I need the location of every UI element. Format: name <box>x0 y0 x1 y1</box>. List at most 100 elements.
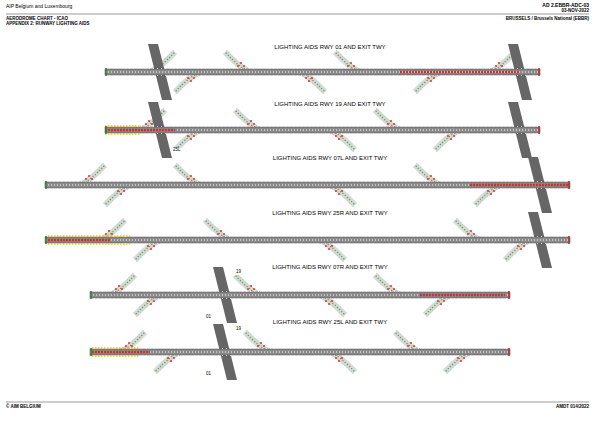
stop-bar-light <box>335 357 337 359</box>
chart-stroke <box>508 291 510 299</box>
stop-bar-light <box>257 345 259 347</box>
chart-stroke <box>90 291 92 299</box>
yellow-lights <box>105 133 140 135</box>
runway-label: 19 <box>235 327 242 332</box>
stop-bar-light <box>240 62 242 64</box>
chart-stroke <box>455 217 480 237</box>
stop-bar-light <box>117 190 119 192</box>
chart-stroke <box>175 162 200 182</box>
runway-label: 01 <box>205 315 212 320</box>
stop-bar-light <box>447 135 449 137</box>
stop-bar-light <box>433 77 435 79</box>
chart-stroke <box>568 181 570 189</box>
chart-stroke <box>508 348 510 356</box>
stop-bar-light <box>350 62 352 64</box>
chart-stroke <box>538 126 540 134</box>
chart-stroke <box>45 181 47 189</box>
chart-stroke <box>330 355 355 375</box>
chart-stroke <box>475 188 500 208</box>
runway <box>105 69 540 75</box>
runway <box>90 349 510 355</box>
stop-bar-light <box>393 288 395 290</box>
panel-title: LIGHTING AIDS RWY 25R AND EXIT TWY <box>272 210 388 217</box>
stop-bar-light <box>387 288 389 290</box>
chart-stroke <box>6 402 589 403</box>
red-lights <box>105 129 175 132</box>
stop-bar-light <box>410 342 412 344</box>
runway-label: 01 <box>205 372 212 377</box>
chart-stroke <box>330 133 355 153</box>
stop-bar-light <box>237 65 239 67</box>
chart-stroke <box>80 162 105 182</box>
stop-bar-light <box>91 178 93 180</box>
stop-bar-light <box>407 345 409 347</box>
stop-bar-light <box>440 303 442 305</box>
stop-bar-light <box>335 190 337 192</box>
stop-bar-light <box>223 233 225 235</box>
stop-bar-light <box>193 77 195 79</box>
chart-stroke <box>120 329 145 349</box>
yellow-lights <box>105 125 140 127</box>
stop-bar-light <box>347 65 349 67</box>
stop-bar-light <box>253 288 255 290</box>
stop-bar-light <box>193 135 195 137</box>
chart-stroke <box>90 348 510 349</box>
stop-bar-light <box>470 230 472 232</box>
header-text: BRUSSELS / Brussels National (EBBR) <box>506 17 589 22</box>
stop-bar-light <box>247 123 249 125</box>
stop-bar-light <box>88 175 90 177</box>
chart-stroke <box>205 217 230 237</box>
stop-bar-light <box>413 345 415 347</box>
stop-bar-light <box>105 233 107 235</box>
stop-bar-light <box>220 230 222 232</box>
stop-bar-light <box>501 65 503 67</box>
runway <box>90 292 510 298</box>
stop-bar-light <box>153 300 155 302</box>
stop-bar-light <box>187 77 189 79</box>
stop-bar-light <box>217 233 219 235</box>
chart-stroke <box>395 329 420 349</box>
stop-bar-light <box>498 62 500 64</box>
panel-title: LIGHTING AIDS RWY 07R AND EXIT TWY <box>272 264 388 271</box>
stop-bar-light <box>325 245 327 247</box>
panel-title: LIGHTING AIDS RWY 25L AND EXIT TWY <box>273 319 387 326</box>
stop-bar-light <box>123 190 125 192</box>
stop-bar-light <box>495 65 497 67</box>
stop-bar-light <box>260 342 262 344</box>
chart-stroke <box>375 107 400 127</box>
stop-bar-light <box>118 285 120 287</box>
stop-bar-light <box>145 123 147 125</box>
chart-stroke <box>335 49 360 69</box>
centreline-lights <box>105 130 540 131</box>
chart-stroke <box>105 133 540 134</box>
stop-bar-light <box>490 193 492 195</box>
yellow-lights <box>48 243 130 245</box>
chart-stroke <box>90 298 510 299</box>
chart-stroke <box>245 329 270 349</box>
stop-bar-light <box>151 123 153 125</box>
chart-stroke <box>225 49 250 69</box>
chart-stroke <box>90 355 510 356</box>
runway <box>45 237 570 243</box>
chart-stroke <box>105 126 540 127</box>
stop-bar-light <box>328 303 330 305</box>
panel-title: LIGHTING AIDS RWY 01 AND EXIT TWY <box>274 44 385 51</box>
stop-bar-light <box>187 135 189 137</box>
chart-stroke <box>320 298 345 318</box>
stop-bar-light <box>308 80 310 82</box>
chart-stroke <box>415 162 440 182</box>
chart-stroke <box>105 126 107 134</box>
runway <box>105 127 540 133</box>
chart-stroke <box>90 348 92 356</box>
stop-bar-light <box>325 300 327 302</box>
centreline-lights <box>105 72 540 73</box>
stop-bar-light <box>121 288 123 290</box>
stop-bar-light <box>120 193 122 195</box>
stop-bar-light <box>147 245 149 247</box>
chart-stroke <box>6 14 589 15</box>
stop-bar-light <box>187 178 189 180</box>
stop-bar-light <box>173 357 175 359</box>
stop-bar-light <box>430 175 432 177</box>
stop-bar-light <box>430 80 432 82</box>
